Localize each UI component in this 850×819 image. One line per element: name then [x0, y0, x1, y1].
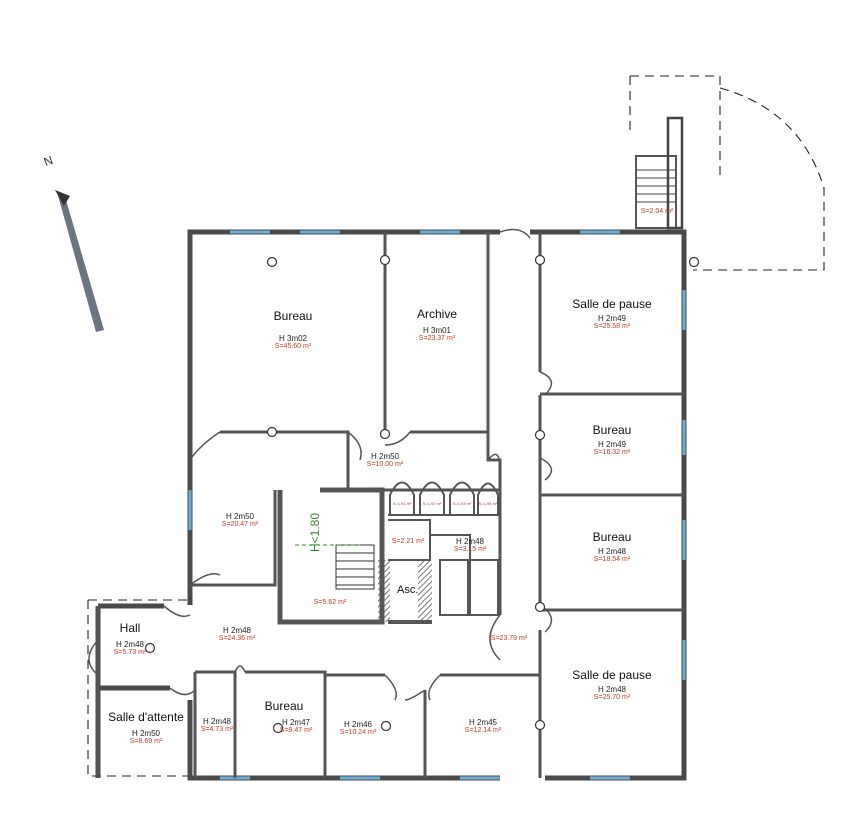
room-surface: S=10.24 m² [339, 729, 377, 737]
room-surface: S=3.15 m² [453, 546, 487, 554]
room-height: H 2m49 [597, 313, 626, 323]
room-height: H 2m48 [202, 717, 231, 726]
room-surface: S=8.69 m² [129, 737, 163, 745]
room-name: Bureau [264, 699, 304, 713]
room-surface: S=12.14 m² [464, 727, 502, 735]
room-surface: S=23.79 m² [490, 635, 528, 642]
stair-height-mark: H<1.80 [308, 512, 322, 552]
room-exterior-ne: S=2.04 m² [641, 208, 674, 216]
exterior-stair [635, 116, 684, 230]
room-surface: S=5.62 m² [313, 599, 347, 606]
room-corridor: H 2m48 S=24.36 m² [219, 626, 255, 643]
room-salle-pause-ne: Salle de pause H 2m49 S=25.58 m² [572, 297, 652, 331]
room-bureau-nw: Bureau H 3m02 S=45.60 m² [273, 309, 313, 351]
room-height: H 2m50 [370, 452, 400, 461]
room-name: Bureau [273, 309, 313, 323]
room-name: Salle de pause [572, 668, 652, 682]
outlet-symbols [144, 254, 700, 734]
door-swings [88, 228, 553, 701]
lift-label: Asc. [397, 584, 419, 596]
room-central-n: H 2m50 S=10.00 m² [367, 452, 403, 469]
room-corridor-e: S=23.79 m² [491, 635, 527, 643]
room-surface: S=45.60 m² [274, 342, 312, 350]
room-name: Bureau [592, 423, 632, 437]
room-stair: S=5.62 m² [314, 599, 347, 607]
room-surface: S=10.00 m² [366, 461, 404, 469]
room-surface: S=18.54 m² [593, 555, 631, 563]
room-salle-pause-se: Salle de pause H 2m48 S=25.70 m² [572, 668, 652, 702]
room-height: H 2m48 [115, 639, 144, 649]
room-name: Salle d'attente [108, 710, 184, 724]
north-arrow-icon [55, 190, 104, 332]
room-bureau-s: Bureau H 2m47 S=9.47 m² [256, 699, 313, 735]
room-surface: S=23.37 m² [418, 334, 456, 342]
closet-4: S=1.94 m² [478, 501, 498, 506]
room-wc-a: S=2.21 m² [392, 538, 425, 546]
room-surface: S=4.73 m² [200, 726, 234, 734]
room-height: H 2m48 [597, 546, 627, 556]
room-name: Archive [416, 307, 458, 321]
stair-core [277, 487, 432, 625]
room-small-s1: H 2m48 S=4.73 m² [201, 717, 234, 734]
room-west: H 2m50 S=20.47 m² [222, 512, 258, 529]
room-bureau-e1: Bureau H 2m49 S=16.32 m² [592, 423, 632, 457]
room-name: Hall [119, 621, 141, 635]
room-height: H 2m49 [597, 439, 627, 449]
room-height: H 2m46 [343, 720, 373, 729]
room-surface: S=2.04 m² [640, 208, 674, 215]
room-surface: S=20.47 m² [221, 521, 259, 529]
room-salle-attente: Salle d'attente H 2m50 S=8.69 m² [108, 710, 184, 746]
room-height: H 2m47 [281, 717, 310, 727]
room-surface: S=2.21 m² [391, 538, 425, 545]
room-s4: H 2m45 S=12.14 m² [465, 718, 501, 735]
room-name: Bureau [592, 530, 632, 544]
room-height: H 2m45 [468, 718, 498, 727]
room-s3: H 2m46 S=10.24 m² [340, 720, 376, 737]
room-surface: S=25.58 m² [593, 322, 631, 330]
closet-3: S=1.93 m² [452, 501, 472, 506]
room-hall: Hall H 2m48 S=5.73 m² [113, 621, 147, 657]
room-wc-b: H 2m48 S=3.15 m² [454, 537, 487, 554]
room-surface: S=16.32 m² [593, 448, 631, 456]
closets [388, 481, 500, 616]
room-height: H 3m01 [422, 325, 452, 335]
room-height: H 2m48 [455, 537, 484, 546]
room-archive: Archive H 3m01 S=23.37 m² [416, 307, 458, 343]
room-height: H 2m50 [131, 728, 160, 738]
room-height: H 2m50 [225, 512, 255, 521]
exterior-terrace [87, 75, 825, 777]
room-height: H 2m48 [222, 626, 252, 635]
room-bureau-e2: Bureau H 2m48 S=18.54 m² [592, 530, 632, 564]
room-height: H 3m02 [278, 333, 308, 343]
room-surface: S=25.70 m² [593, 693, 631, 701]
room-surface: S=5.73 m² [113, 648, 147, 656]
closet-1: S=1.91 m² [392, 501, 412, 506]
room-name: Salle de pause [572, 297, 652, 311]
closet-2: S=1.92 m² [422, 501, 442, 506]
room-surface: S=9.47 m² [279, 726, 313, 734]
room-surface: S=24.36 m² [218, 635, 256, 643]
room-height: H 2m48 [597, 684, 626, 694]
